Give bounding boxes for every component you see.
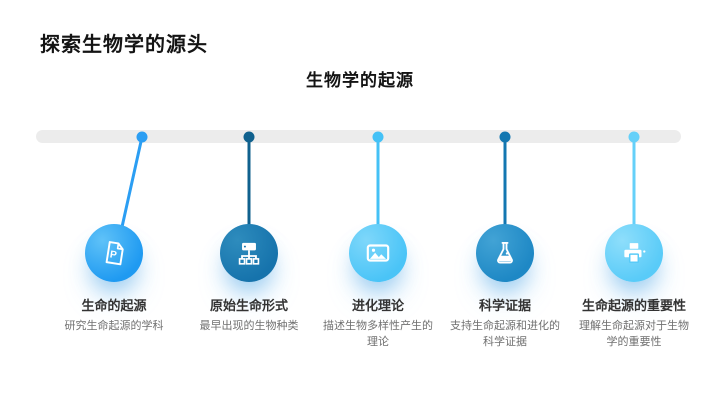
connector-line — [120, 135, 144, 229]
node-circle — [349, 224, 407, 282]
timeline-bar — [36, 130, 681, 143]
node-title: 生命的起源 — [81, 298, 147, 313]
node-title: 生命起源的重要性 — [581, 298, 686, 313]
node-desc: 描述生物多样性产生的理论 — [323, 320, 433, 348]
node-circle — [220, 224, 278, 282]
node-desc: 研究生命起源的学科 — [64, 320, 164, 332]
timeline-node: 生命起源的重要性 理解生命起源对于生物学的重要性 — [564, 224, 704, 350]
node-circle: P — [85, 224, 143, 282]
node-desc: 理解生命起源对于生物学的重要性 — [579, 320, 689, 348]
timeline-node: P 生命的起源 研究生命起源的学科 — [44, 224, 184, 334]
page-title: 探索生物学的源头 — [40, 34, 208, 56]
node-desc: 最早出现的生物种类 — [199, 320, 299, 332]
sitemap-icon — [238, 242, 260, 265]
timeline-node: 进化理论 描述生物多样性产生的理论 — [308, 224, 448, 350]
timeline-node: 原始生命形式 最早出现的生物种类 — [179, 224, 319, 334]
slide-subtitle: 生物学的起源 — [306, 71, 414, 90]
node-desc: 支持生命起源和进化的科学证据 — [450, 320, 560, 348]
node-circle — [476, 224, 534, 282]
printer-icon — [624, 243, 646, 263]
flask-icon — [497, 242, 513, 264]
document-p-icon: P — [105, 241, 124, 266]
node-title: 原始生命形式 — [209, 298, 288, 313]
timeline-node: 科学证据 支持生命起源和进化的科学证据 — [435, 224, 575, 350]
document-letter: P — [109, 249, 118, 261]
node-title: 进化理论 — [351, 298, 404, 313]
image-icon — [366, 244, 390, 262]
node-title: 科学证据 — [478, 298, 531, 313]
node-circle — [605, 224, 663, 282]
